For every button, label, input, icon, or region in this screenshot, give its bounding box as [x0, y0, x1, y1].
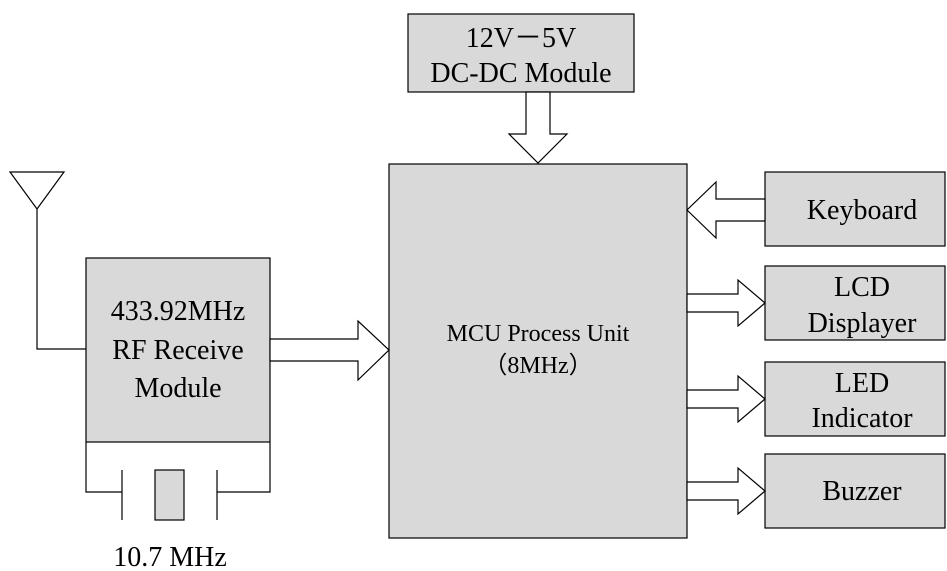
- keyboard-input-arrow: [686, 180, 766, 240]
- rf-receive-label: RF Receive: [112, 335, 243, 366]
- dcdc-module-block: 12V－5V DC-DC Module: [407, 13, 635, 93]
- crystal-oscillator-icon: [85, 442, 271, 521]
- dcdc-voltage-label: 12V－5V: [466, 23, 576, 54]
- keyboard-block: Keyboard: [764, 171, 946, 247]
- led-indicator-label: Indicator: [811, 403, 913, 434]
- keyboard-label: Keyboard: [807, 195, 917, 226]
- dcdc-module-label: DC-DC Module: [430, 58, 611, 89]
- buzzer-block: Buzzer: [764, 453, 946, 529]
- buzzer-label: Buzzer: [822, 476, 902, 507]
- power-arrow: [507, 91, 569, 164]
- mcu-block: MCU Process Unit （8MHz）: [388, 163, 688, 539]
- rf-receive-module-block: 433.92MHz RF Receive Module: [85, 257, 271, 443]
- led-output-arrow: [686, 374, 766, 424]
- led-indicator-block: LED Indicator: [764, 361, 946, 437]
- lcd-output-arrow: [686, 278, 766, 328]
- mcu-frequency-label: （8MHz）: [483, 353, 592, 379]
- crystal-frequency-label: 10.7 MHz: [113, 542, 227, 571]
- rf-data-arrow: [269, 319, 390, 382]
- antenna-icon: [8, 171, 86, 350]
- led-label: LED: [835, 368, 889, 399]
- buzzer-output-arrow: [686, 466, 766, 516]
- lcd-displayer-label: Displayer: [808, 308, 918, 339]
- lcd-label: LCD: [834, 272, 890, 303]
- rf-frequency-label: 433.92MHz: [111, 296, 246, 327]
- rf-module-label: Module: [134, 373, 221, 404]
- mcu-label: MCU Process Unit: [447, 321, 630, 347]
- lcd-displayer-block: LCD Displayer: [764, 265, 946, 341]
